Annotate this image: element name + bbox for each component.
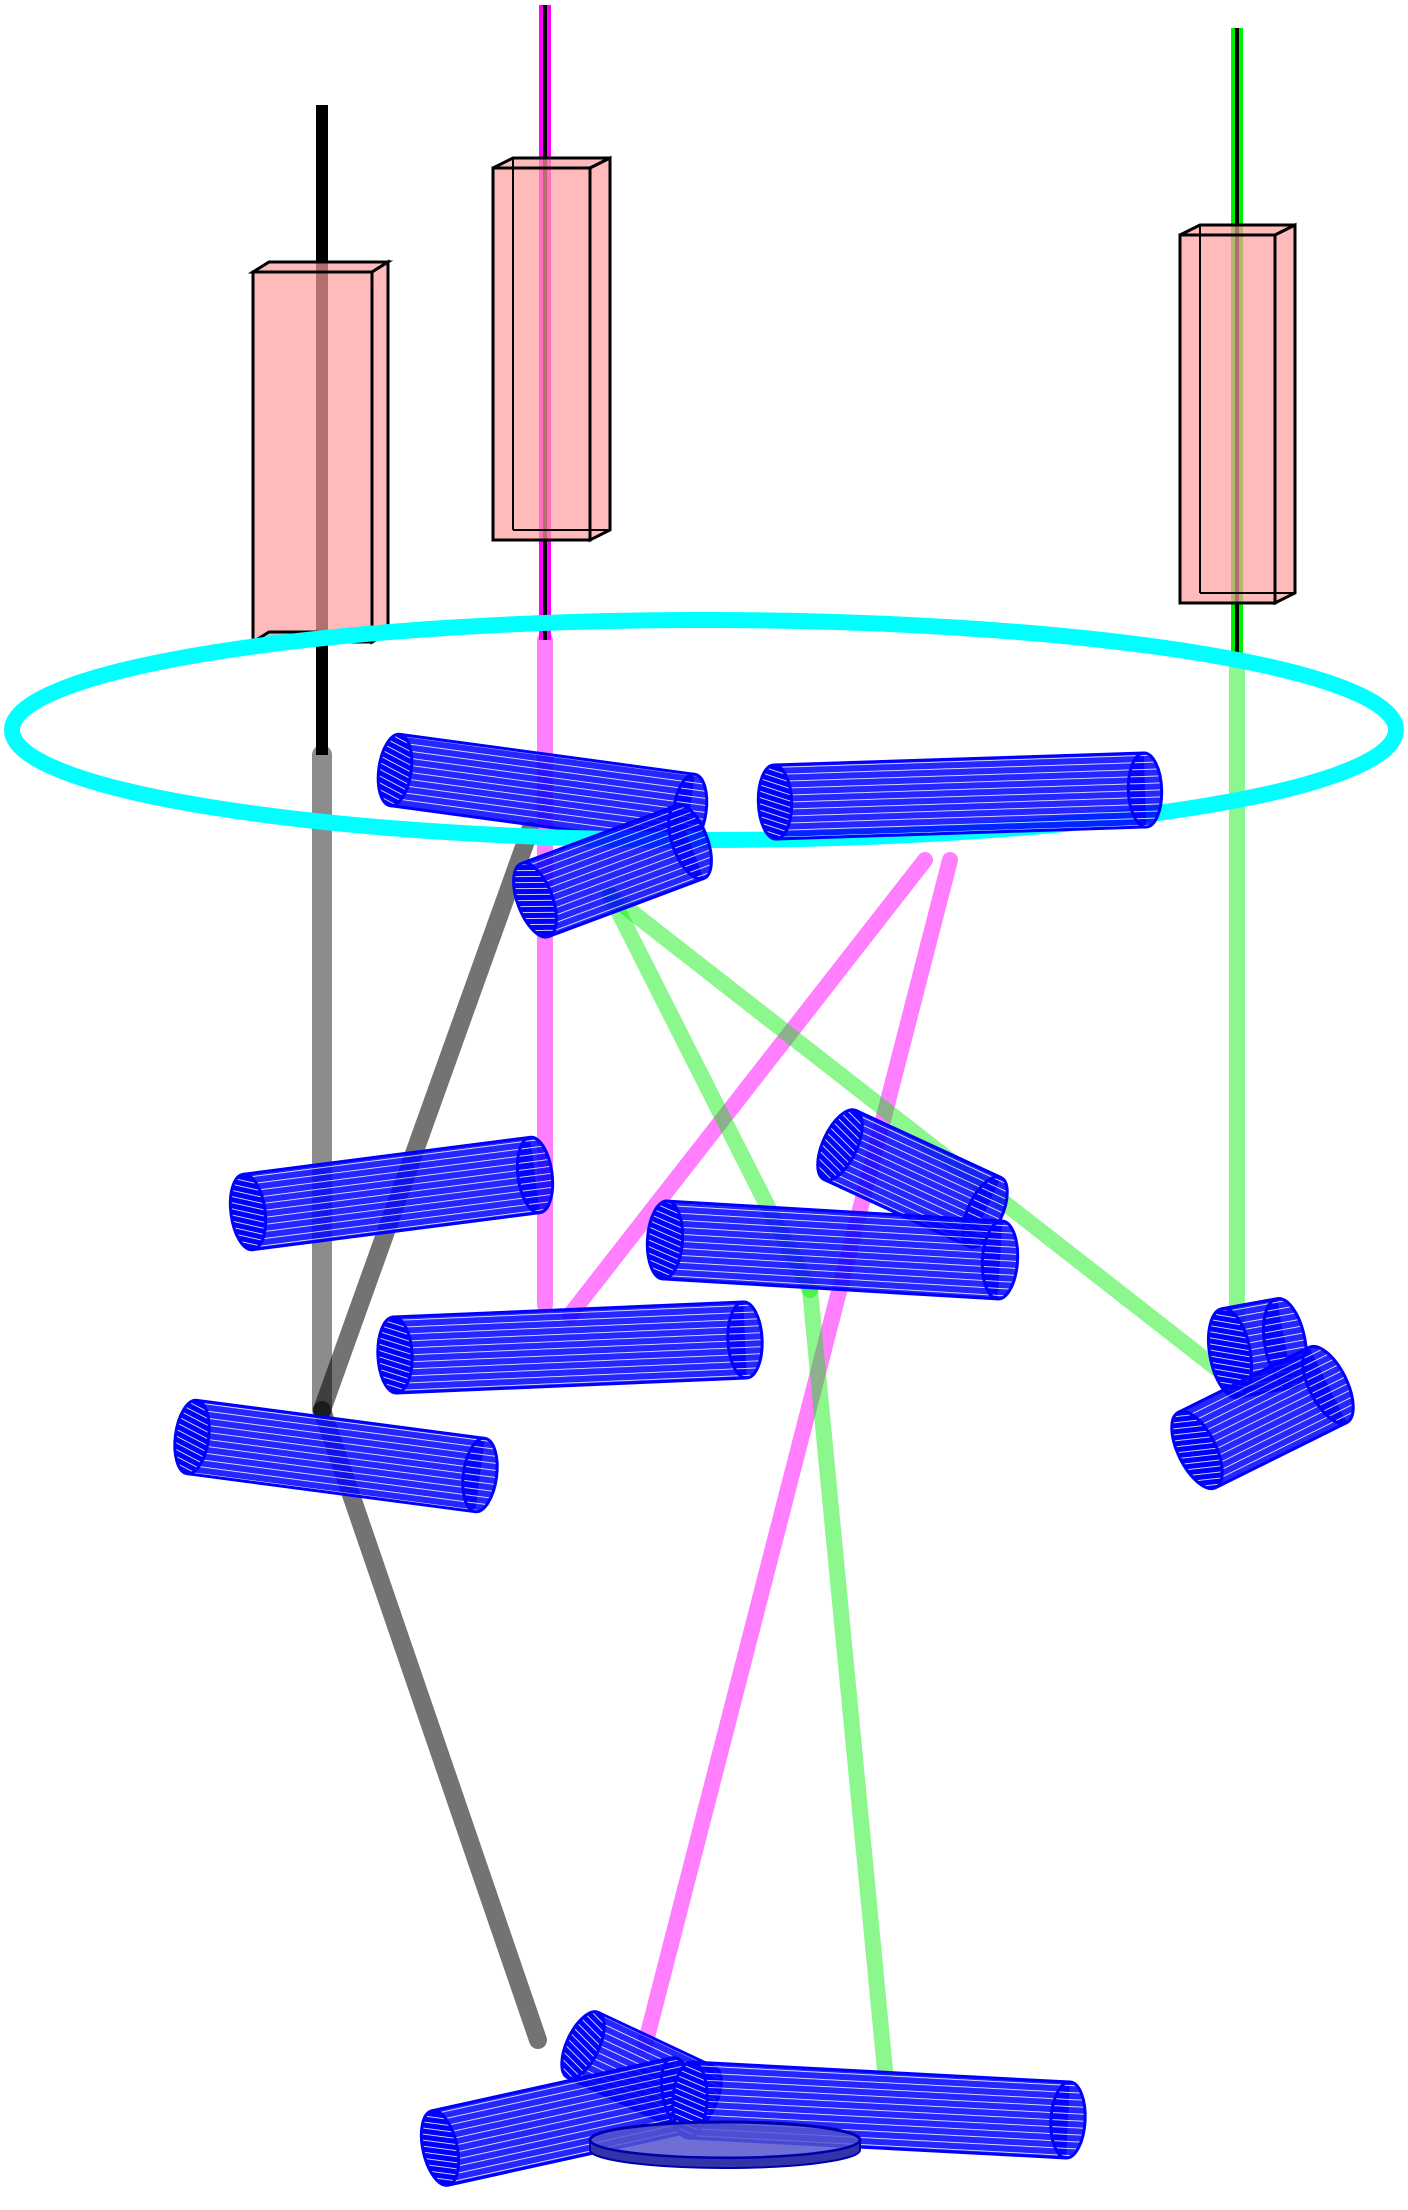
green-cable-housing bbox=[1178, 222, 1297, 606]
magenta-cable-housing bbox=[491, 155, 612, 543]
blue-roller-cylinder bbox=[645, 1199, 1020, 1301]
blue-roller-cylinder bbox=[376, 1300, 764, 1395]
base-disc bbox=[588, 2120, 862, 2169]
lower-cable-segments bbox=[312, 632, 1245, 2078]
blue-roller-cylinder bbox=[228, 1135, 555, 1252]
green-cable-segment bbox=[802, 1282, 893, 2078]
blue-roller-cylinder bbox=[756, 751, 1164, 841]
magenta-cable-segment bbox=[562, 852, 933, 1323]
rollers-front bbox=[173, 751, 1355, 2187]
black-cable-segment bbox=[313, 821, 539, 1419]
black-cable-segment bbox=[313, 1401, 547, 2049]
blue-roller-cylinder bbox=[173, 1398, 499, 1514]
black-cable-housing bbox=[247, 259, 394, 645]
magenta-cable-segment bbox=[637, 852, 958, 2053]
blue-roller-cylinder bbox=[419, 2056, 701, 2187]
green-cable-segment bbox=[602, 887, 1233, 1383]
blue-roller-cylinder bbox=[1170, 1344, 1355, 1491]
housings bbox=[247, 155, 1297, 645]
blue-roller-cylinder bbox=[512, 803, 713, 939]
